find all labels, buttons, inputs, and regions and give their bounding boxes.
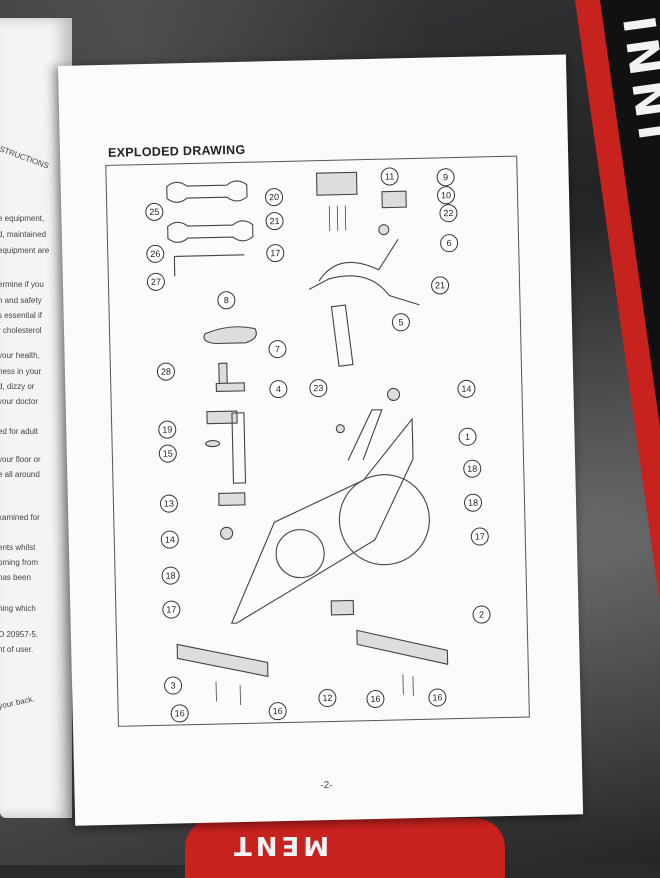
left-page-line: d, dizzy or	[0, 382, 35, 391]
left-page-line: e all around	[0, 470, 40, 479]
left-page-line: d, maintained	[0, 230, 47, 239]
left-page-line: your back.	[0, 694, 36, 711]
bolts-16	[215, 674, 414, 706]
handlebar-6	[308, 239, 420, 306]
page-number: -2-	[320, 779, 333, 792]
left-page-line: ents whilst	[0, 543, 36, 552]
knob-14-top	[386, 387, 401, 402]
handlebar-post-5	[330, 304, 354, 367]
left-page-line: your floor or	[0, 455, 41, 464]
page-title: EXPLODED DRAWING	[107, 142, 246, 160]
left-page-line: e equipment,	[0, 214, 45, 223]
bolts-20	[328, 205, 347, 231]
rear-stabiliser-3	[176, 643, 269, 678]
front-stabiliser-2	[356, 629, 449, 666]
flywheel-1	[338, 474, 430, 566]
washer-19	[205, 440, 221, 448]
tension-knob-23	[335, 424, 345, 434]
left-page-line: xamined for	[0, 513, 40, 522]
seat-slider-7	[215, 382, 245, 393]
left-page-line: STRUCTIONS	[0, 144, 50, 171]
left-page-line: ed for adult	[0, 427, 39, 436]
left-page-line: ermine if you	[0, 280, 44, 289]
seat-post-4	[231, 412, 247, 484]
left-page-line: your health,	[0, 351, 40, 360]
left-page-line: h and safety	[0, 296, 42, 305]
pedal-12	[330, 599, 355, 616]
monitor-11	[315, 171, 358, 196]
seat-post-top-4	[206, 410, 238, 425]
left-page-line: ness in your	[0, 367, 42, 376]
left-page-line: nt of user.	[0, 645, 34, 654]
left-page-line: s essential if	[0, 311, 43, 320]
allen-key-27	[173, 254, 245, 277]
wrench-25	[166, 180, 248, 203]
bike-exploded-drawing	[166, 171, 449, 706]
left-page-line: oming from	[0, 558, 39, 567]
box-bottom-text: MENT	[230, 830, 330, 860]
left-page: STRUCTIONS e equipment, d, maintained eq…	[0, 18, 72, 818]
wrench-26	[167, 220, 254, 243]
left-page-line: equipment are	[0, 246, 50, 255]
left-page-line: has been	[0, 573, 31, 582]
seat-post-pin-28	[218, 362, 228, 384]
left-page-line: r cholesterol	[0, 326, 42, 335]
pedal-13	[218, 492, 246, 507]
knob-14	[220, 526, 234, 540]
seat-8	[203, 326, 257, 345]
main-frame-1	[230, 417, 414, 624]
stem-1	[347, 409, 383, 461]
left-page-line: O 20957-5.	[0, 630, 39, 639]
monitor-bracket-9	[381, 190, 407, 209]
bottle-cage-10	[378, 224, 390, 236]
exploded-drawing-frame: 11 9 10 22 6 21 5 20 21 17 25 26 27 8 7 …	[105, 155, 530, 727]
left-page-line: your doctor	[0, 397, 39, 406]
manual-page: EXPLODED DRAWING	[58, 54, 584, 826]
chain-wheel-1	[275, 529, 325, 579]
left-page-line: ning which	[0, 604, 36, 613]
